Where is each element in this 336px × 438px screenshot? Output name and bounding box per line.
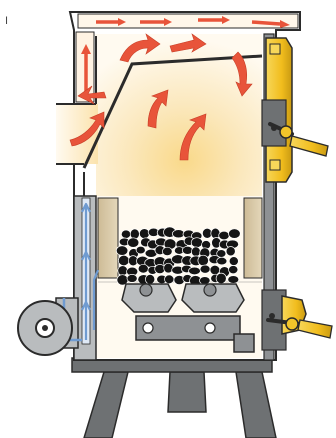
middle-leg — [168, 372, 206, 412]
left-firebrick — [98, 198, 118, 278]
right-firebrick — [244, 198, 262, 278]
coal-lump — [189, 267, 201, 275]
coal-lump — [138, 264, 148, 273]
right-leg — [236, 372, 276, 438]
coal-lump — [191, 247, 200, 257]
grate-pivot-left — [140, 284, 152, 296]
coal-lump — [165, 275, 174, 284]
coal-lump — [130, 229, 139, 239]
coal-lump — [191, 238, 202, 248]
coal-lump — [217, 257, 227, 265]
coal-lump — [211, 228, 220, 238]
coal-lump — [128, 238, 139, 248]
coal-lump — [200, 265, 210, 273]
blower-fan-icon — [18, 298, 82, 355]
hot-gas-arrow-4 — [252, 22, 280, 24]
coal-lump — [219, 231, 230, 239]
coal-lump — [127, 274, 137, 282]
grate-pivot-right — [204, 284, 216, 296]
boiler-legs — [72, 358, 276, 438]
coal-bed — [116, 227, 240, 286]
coal-lump — [229, 266, 238, 274]
coal-lump — [121, 230, 130, 238]
coal-lump — [216, 273, 226, 284]
coal-lump — [182, 246, 192, 254]
coal-lump — [198, 255, 209, 266]
coal-lump — [118, 255, 129, 265]
coal-lump — [164, 263, 173, 273]
coal-lump — [162, 247, 172, 255]
coal-lump — [136, 246, 145, 254]
upper-door — [262, 38, 292, 182]
coal-lump — [229, 257, 238, 266]
coal-lump — [139, 229, 149, 239]
coal-lump — [200, 277, 211, 285]
left-leg — [84, 372, 128, 438]
coal-lump — [118, 266, 128, 276]
coal-lump — [229, 229, 241, 239]
coal-lump — [228, 276, 239, 284]
coal-lump — [226, 247, 235, 256]
coal-lump — [145, 274, 154, 284]
coal-lump — [116, 246, 128, 256]
coal-lump — [210, 265, 220, 274]
